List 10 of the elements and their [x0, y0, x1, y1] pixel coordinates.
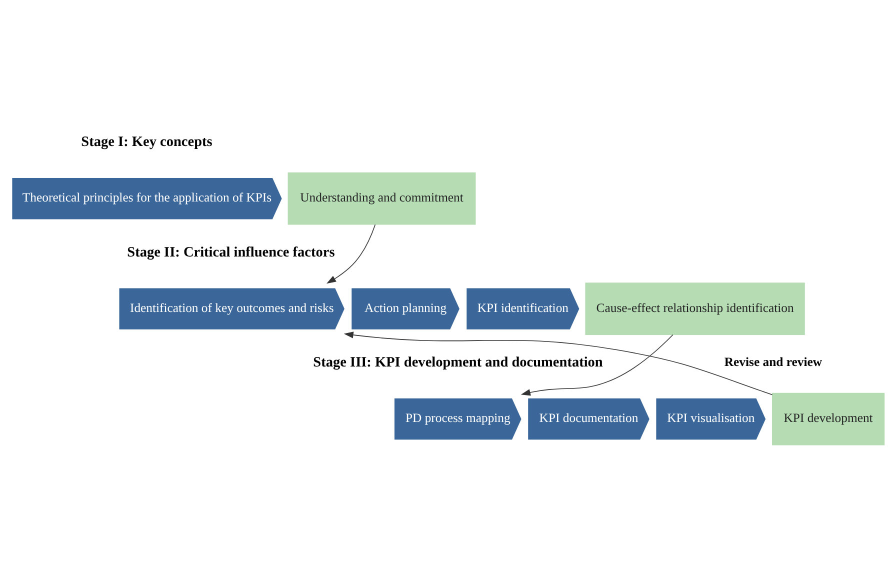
arrow — [520, 334, 674, 396]
node-box: Cause-effect relationship identification — [585, 282, 805, 335]
arrow — [326, 224, 376, 284]
node-box: Understanding and commitment — [288, 172, 476, 225]
node-box: KPI development — [772, 392, 885, 446]
label: Stage II: Critical influence factors — [127, 244, 335, 260]
label: Stage I: Key concepts — [81, 134, 212, 150]
edge-label: Revise and review — [724, 355, 822, 370]
label: Stage III: KPI development and documentation — [313, 354, 603, 371]
arrow — [344, 332, 773, 396]
